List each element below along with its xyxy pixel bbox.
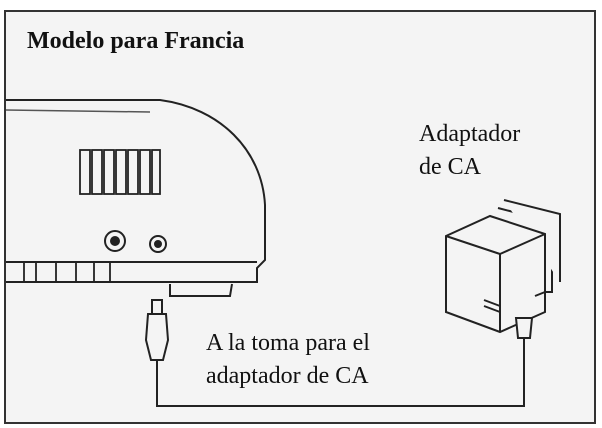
socket-label: A la toma para el adaptador de CA [206,327,370,393]
power-cable [156,346,525,407]
ac-adapter-icon [445,199,561,346]
adapter-label: Adaptador de CA [419,118,520,184]
socket-label-line-2: adaptador de CA [206,363,369,389]
socket-label-line-1: A la toma para el [206,330,370,356]
dc-plug-icon [144,299,170,378]
vent-grille [79,149,161,195]
adapter-label-line-2: de CA [419,154,481,180]
ribbed-panel [23,262,111,282]
dc-in-jack-icon [149,235,167,253]
adapter-label-line-1: Adaptador [419,121,521,147]
device-body [5,99,266,297]
diagram-title: Modelo para Francia [27,28,245,54]
av-connector-icon [104,230,126,252]
